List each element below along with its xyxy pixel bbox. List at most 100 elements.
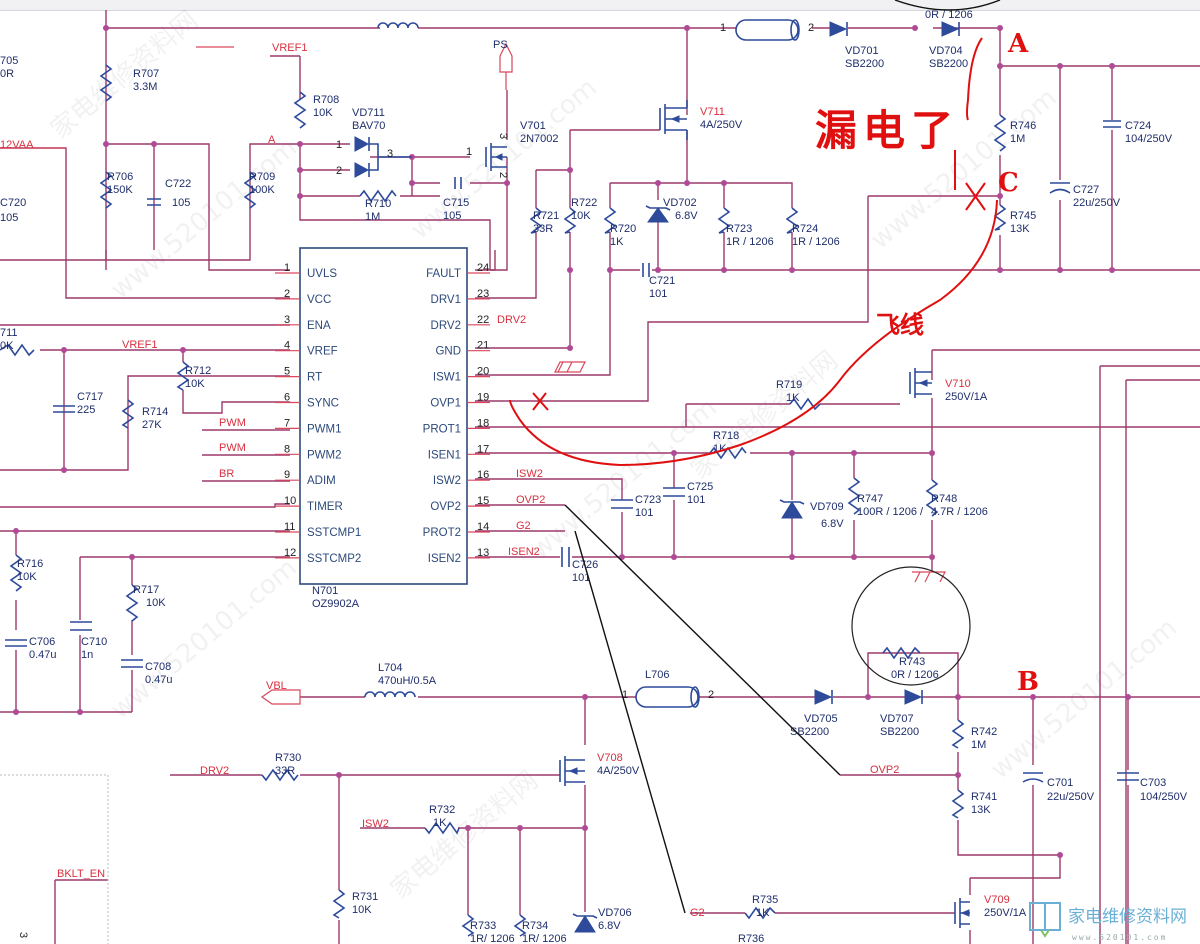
r706-ref: R706 bbox=[107, 171, 133, 183]
net-a: A bbox=[268, 134, 276, 146]
r733-symbol bbox=[461, 914, 475, 937]
watermark-text: www.520101.com bbox=[105, 553, 303, 726]
c725-val: 101 bbox=[687, 494, 705, 506]
ic-pin-number: 8 bbox=[284, 443, 290, 455]
c722-val: 105 bbox=[172, 197, 190, 209]
r709-symbol bbox=[243, 171, 257, 209]
v710-val: 250V/1A bbox=[945, 391, 988, 403]
r707-symbol bbox=[99, 64, 113, 102]
ic-pin-number: 19 bbox=[477, 392, 489, 404]
point-b-label: B bbox=[1017, 667, 1039, 697]
r747-symbol bbox=[847, 477, 861, 515]
labels: 705 0R R707 3.3M VREF1 R708 10K VD711 BA… bbox=[0, 9, 1188, 944]
r721-val: 33R bbox=[533, 223, 553, 235]
r731-ref: R731 bbox=[352, 891, 378, 903]
v711-ref: V711 bbox=[700, 106, 725, 118]
r746-val: 1M bbox=[1010, 133, 1025, 145]
ic-pin-name: PWM2 bbox=[307, 449, 342, 461]
r741-val: 13K bbox=[971, 804, 991, 816]
l704-ref: L704 bbox=[378, 662, 402, 674]
ic-pin-name: PWM1 bbox=[307, 423, 342, 435]
r734-val: 1R/ 1206 bbox=[522, 933, 567, 944]
r707-ref: R707 bbox=[133, 68, 159, 80]
ic-pin-number: 24 bbox=[477, 262, 489, 274]
c724-symbol bbox=[1103, 120, 1121, 128]
r722-ref: R722 bbox=[571, 197, 597, 209]
ic-wires bbox=[0, 324, 290, 713]
r717-ref: R717 bbox=[133, 584, 159, 596]
c701-ref: C701 bbox=[1047, 777, 1073, 789]
r709-ref: R709 bbox=[249, 171, 275, 183]
r745-ref: R745 bbox=[1010, 210, 1036, 222]
r730-val: 33R bbox=[275, 765, 295, 777]
c703-val: 104/250V bbox=[1140, 791, 1188, 803]
ic-pin-name: DRV1 bbox=[431, 294, 461, 306]
net-12vaa: 12VAA bbox=[0, 139, 34, 151]
x-mark-c bbox=[965, 182, 986, 211]
r732-symbol bbox=[424, 821, 460, 835]
r722-val: 10K bbox=[571, 210, 591, 222]
ic-ref: N701 bbox=[312, 585, 338, 597]
net-g2-ic: G2 bbox=[516, 520, 531, 532]
vd711-a-symbol bbox=[354, 136, 370, 152]
v709-ref: V709 bbox=[984, 894, 1010, 906]
vd711-pin1: 1 bbox=[336, 139, 342, 151]
r731-val: 10K bbox=[352, 904, 372, 916]
watermark-text: 家电维修资料网 bbox=[45, 5, 204, 145]
vd711-pin3: 3 bbox=[387, 148, 393, 160]
r736-ref: R736 bbox=[738, 933, 764, 944]
r707-val: 3.3M bbox=[133, 81, 157, 93]
c701-symbol bbox=[1022, 772, 1044, 783]
r711-val: 0K bbox=[0, 340, 14, 352]
v710-symbol bbox=[909, 368, 932, 398]
ic-part: OZ9902A bbox=[312, 598, 360, 610]
jumper-wire-path bbox=[509, 199, 998, 467]
site-name: 家电维修资料网 bbox=[1068, 907, 1187, 927]
vd709-symbol bbox=[781, 501, 803, 519]
ic-pin-name: SYNC bbox=[307, 398, 339, 410]
r710-symbol bbox=[359, 189, 397, 203]
ic-pin-name: VREF bbox=[307, 346, 338, 358]
ic-pin-number: 13 bbox=[477, 547, 489, 559]
c708-symbol bbox=[121, 659, 143, 668]
x-mark-ovp1 bbox=[532, 392, 549, 411]
vd702-val: 6.8V bbox=[675, 210, 698, 222]
r742-ref: R742 bbox=[971, 726, 997, 738]
inductor-symbols bbox=[364, 19, 800, 708]
r710-val: 1M bbox=[365, 211, 380, 223]
v701-pin-g: 1 bbox=[466, 146, 472, 158]
c708-ref: C708 bbox=[145, 661, 171, 673]
r724-ref: R724 bbox=[792, 223, 818, 235]
junctions bbox=[13, 25, 1131, 858]
l706-pin1: 1 bbox=[622, 689, 628, 701]
ic-pin-number: 1 bbox=[284, 262, 290, 274]
r743-symbol bbox=[882, 646, 921, 660]
site-logo: 家电维修资料网 www.520101.com bbox=[1029, 902, 1187, 942]
vd705-symbol bbox=[814, 689, 833, 705]
r708-ref: R708 bbox=[313, 94, 339, 106]
r733-ref: R733 bbox=[470, 920, 496, 932]
bead-pin2: 2 bbox=[808, 22, 814, 34]
r731-symbol bbox=[332, 889, 346, 919]
r716-symbol bbox=[9, 554, 23, 592]
ps-flag bbox=[499, 42, 513, 90]
vd707-symbol bbox=[904, 689, 923, 705]
net-ovp2-ic: OVP2 bbox=[516, 494, 545, 506]
r748-val: 4.7R / 1206 bbox=[931, 506, 988, 518]
leak-annotation: 漏电了 bbox=[815, 106, 959, 155]
jumper-annotation: 飞线 bbox=[876, 310, 924, 339]
r734-symbol bbox=[513, 914, 527, 937]
ic-pin-number: 6 bbox=[284, 392, 290, 404]
l704-symbol bbox=[364, 691, 416, 698]
r721-ref: R721 bbox=[533, 210, 559, 222]
ic-pin-number: 7 bbox=[284, 417, 290, 429]
r743-val: 0R / 1206 bbox=[891, 669, 939, 681]
net-vref1-left: VREF1 bbox=[122, 339, 157, 351]
r705-ref: 705 bbox=[0, 55, 18, 67]
c723-symbol bbox=[611, 499, 633, 509]
net-ovp2-right: OVP2 bbox=[870, 764, 899, 776]
r717-val: 10K bbox=[146, 597, 166, 609]
c727-ref: C727 bbox=[1073, 184, 1099, 196]
c710-val: 1n bbox=[81, 649, 93, 661]
ic-pin-number: 12 bbox=[284, 547, 296, 559]
